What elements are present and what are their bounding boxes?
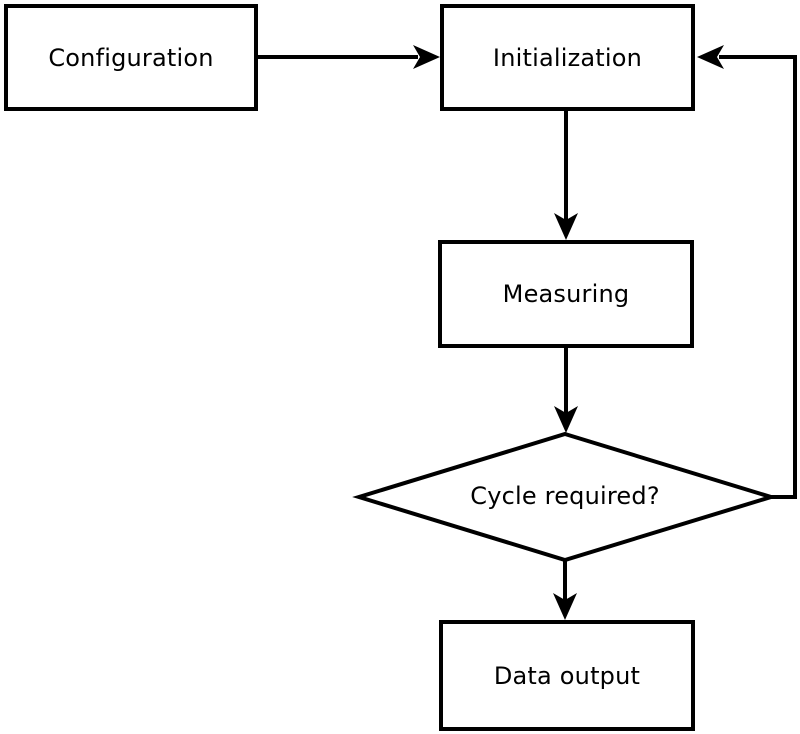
edge-initialization-to-measuring [554, 110, 578, 240]
node-data-output-label: Data output [493, 661, 641, 690]
node-cycle-required-label: Cycle required? [470, 482, 660, 510]
arrow-down-icon [553, 593, 577, 620]
node-measuring: Measuring [438, 240, 694, 348]
arrow-down-icon [554, 213, 578, 240]
edge-configuration-to-initialization [257, 45, 440, 69]
arrow-left-icon [697, 45, 724, 69]
node-measuring-label: Measuring [502, 280, 630, 308]
arrow-right-icon [413, 45, 440, 69]
node-initialization-label: Initialization [492, 43, 643, 72]
node-initialization: Initialization [440, 4, 695, 111]
node-data-output: Data output [439, 620, 695, 731]
node-configuration: Configuration [4, 4, 258, 111]
edge-cycle-required-to-initialization [697, 45, 797, 499]
edge-measuring-to-cycle-required [554, 347, 578, 433]
edge-cycle-required-to-data-output [553, 559, 577, 620]
node-configuration-label: Configuration [48, 43, 214, 72]
arrow-down-icon [554, 406, 578, 433]
